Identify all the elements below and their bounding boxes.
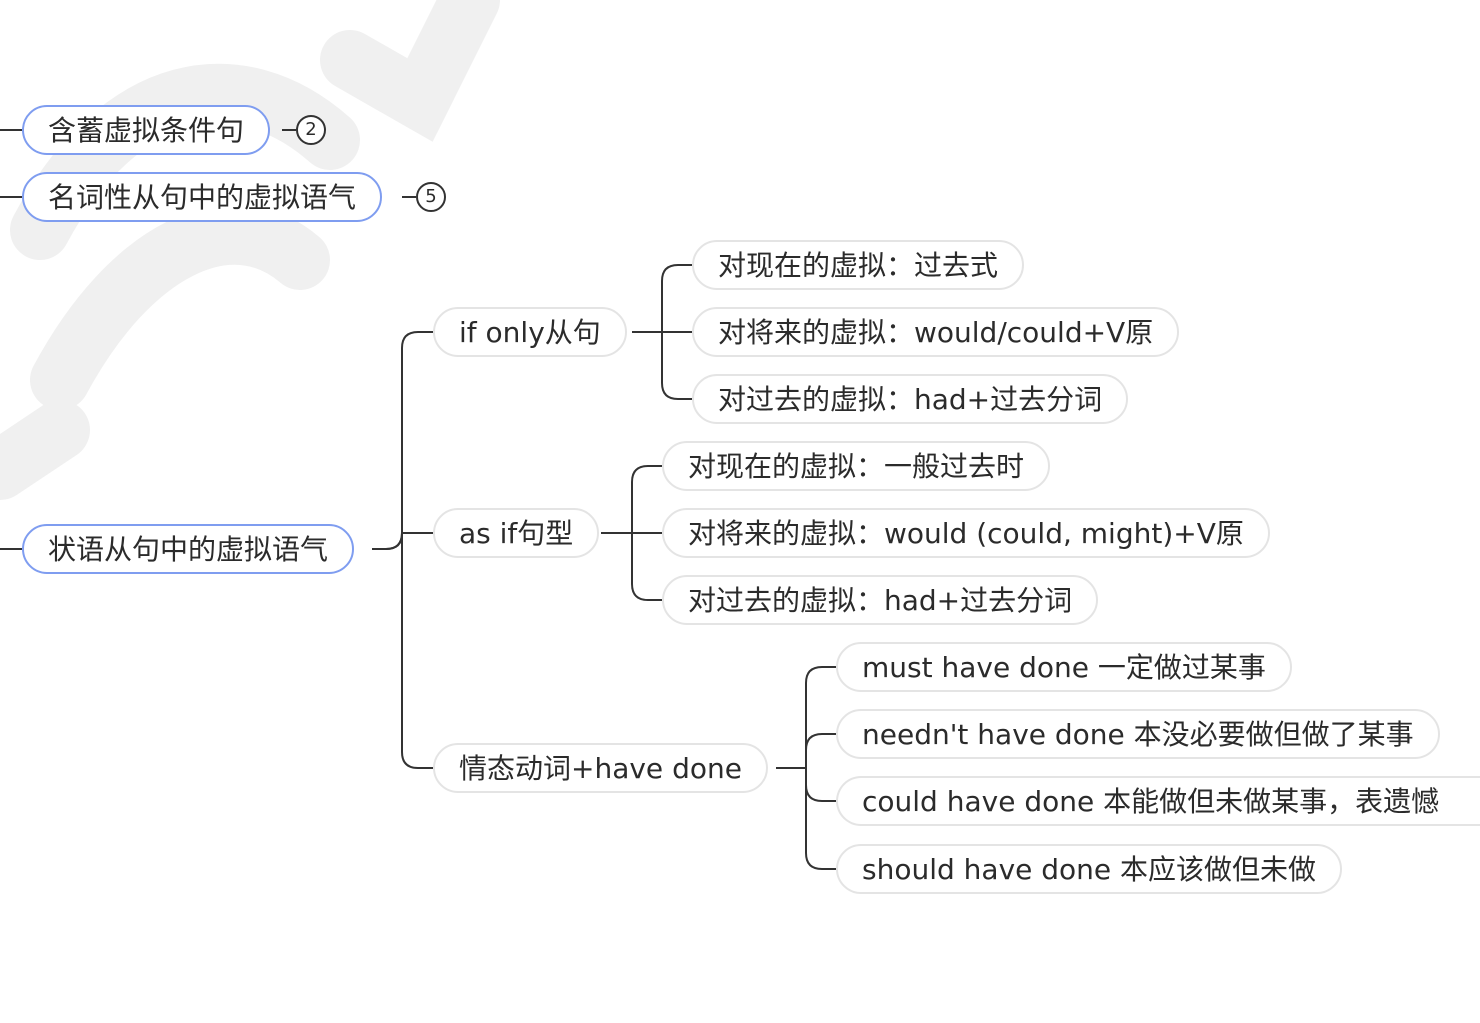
leaf-node[interactable]: 对过去的虚拟：had+过去分词 — [662, 575, 1099, 625]
node-modal-have-done[interactable]: 情态动词+have done — [433, 743, 768, 793]
branch-implicit-conditional[interactable]: 含蓄虚拟条件句 — [22, 105, 271, 155]
collapsed-count-badge[interactable]: 5 — [416, 182, 446, 212]
branch-noun-clause-subjunctive[interactable]: 名词性从句中的虚拟语气 — [22, 172, 383, 222]
leaf-node[interactable]: should have done 本应该做但未做 — [836, 844, 1343, 894]
leaf-node[interactable]: 对将来的虚拟：would (could, might)+V原 — [662, 508, 1270, 558]
leaf-node[interactable]: could have done 本能做但未做某事，表遗憾 — [836, 776, 1480, 826]
leaf-node[interactable]: 对现在的虚拟：过去式 — [692, 240, 1025, 290]
leaf-node[interactable]: 对现在的虚拟：一般过去时 — [662, 441, 1051, 491]
node-if-only[interactable]: if only从句 — [433, 307, 627, 357]
leaf-node[interactable]: needn't have done 本没必要做但做了某事 — [836, 709, 1440, 759]
branch-adverbial-clause-subjunctive[interactable]: 状语从句中的虚拟语气 — [22, 524, 355, 574]
node-as-if[interactable]: as if句型 — [433, 508, 600, 558]
leaf-node[interactable]: must have done 一定做过某事 — [836, 642, 1292, 692]
leaf-node[interactable]: 对将来的虚拟：would/could+V原 — [692, 307, 1180, 357]
collapsed-count-badge[interactable]: 2 — [296, 115, 326, 145]
leaf-node[interactable]: 对过去的虚拟：had+过去分词 — [692, 374, 1129, 424]
